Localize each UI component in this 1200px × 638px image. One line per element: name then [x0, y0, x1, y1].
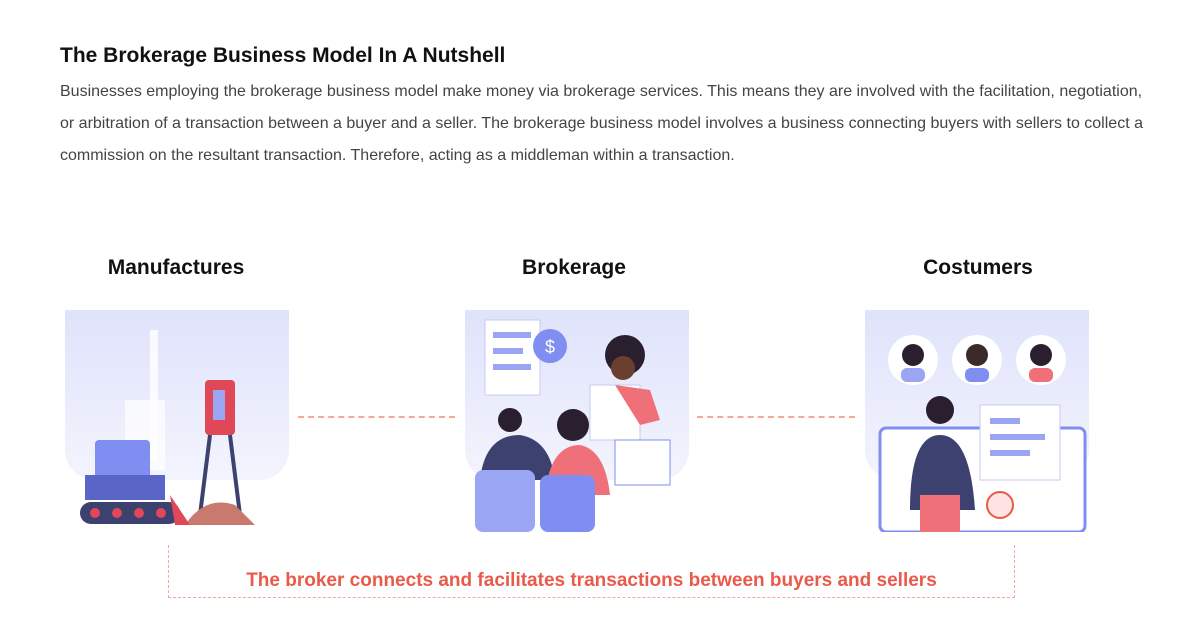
page-title: The Brokerage Business Model In A Nutshe… — [60, 44, 506, 67]
costumers-illustration — [865, 310, 1089, 532]
tagline: The broker connects and facilitates tran… — [246, 570, 937, 591]
manufactures-illustration — [65, 310, 289, 532]
heading-costumers: Costumers — [923, 256, 1033, 279]
intro-paragraph: Businesses employing the brokerage busin… — [60, 83, 1143, 164]
brokers-at-work-icon: $ — [475, 319, 671, 532]
construction-machinery-icon — [80, 330, 255, 525]
connection-bracket — [168, 545, 1015, 598]
heading-brokerage: Brokerage — [522, 256, 626, 279]
dollar-badge: $ — [545, 337, 555, 357]
connector-line-left — [298, 416, 455, 418]
brokerage-illustration: $ — [465, 310, 689, 532]
connector-line-right — [697, 416, 855, 418]
heading-manufactures: Manufactures — [107, 256, 245, 279]
customers-online-icon — [878, 335, 1087, 532]
